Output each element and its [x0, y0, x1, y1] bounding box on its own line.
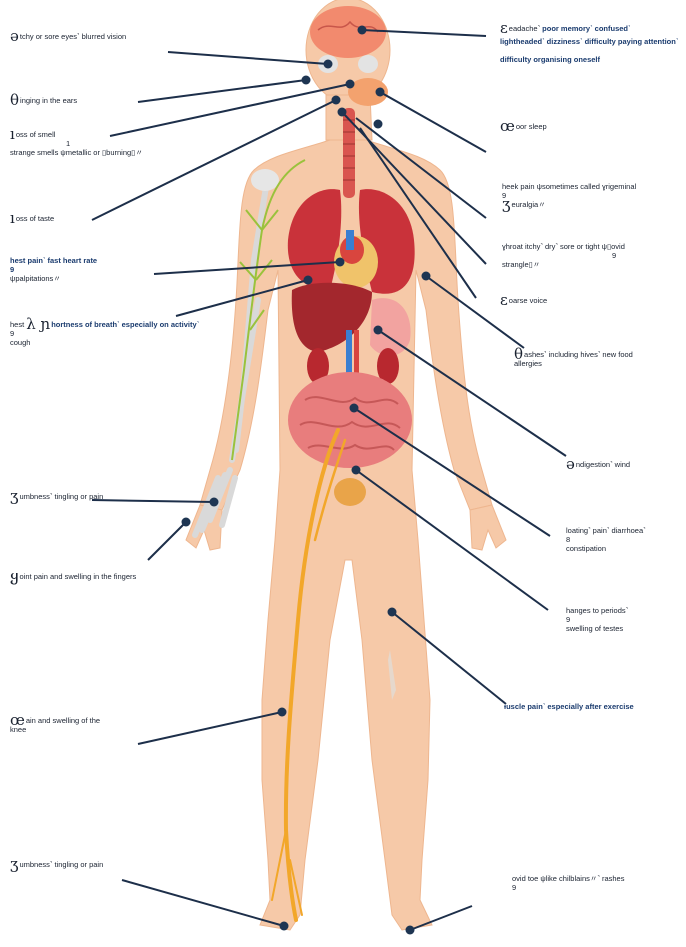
label-numbness-foot: ʒumbness˺ tingling or pain — [10, 860, 103, 869]
shoulder-joint — [251, 169, 279, 191]
label-ears: θinging in the ears — [10, 96, 77, 105]
bladder — [334, 478, 366, 506]
label-rashes: θashes˺ including hives˺ new food allerg… — [514, 350, 633, 368]
trachea — [343, 108, 355, 198]
label-indigestion: əndigestion˺ wind — [566, 460, 630, 469]
right-eye-socket — [358, 55, 378, 73]
label-headache: ɛeadache˺ poor memory˺ confused˺ lighthe… — [500, 24, 678, 69]
brain — [310, 6, 386, 58]
label-knee: œain and swelling of the knee — [10, 716, 100, 734]
label-chest-pain: hest pain˺ fast heart rate 9 ψpalpitatio… — [10, 256, 97, 283]
label-taste: ıoss of taste — [10, 214, 54, 223]
label-covid-toe: ovid toe ψlike chilblains〃˺ rashes 9 — [512, 874, 624, 892]
label-joint: ყoint pain and swelling in the fingers — [10, 572, 136, 581]
label-muscle: ɨuscle pain˺ especially after exercise — [504, 702, 634, 711]
label-eyes: ətchy or sore eyes˺ blurred vision — [10, 32, 126, 41]
label-breath: hest λ ɲhortness of breath˺ especially o… — [10, 320, 199, 347]
label-hoarse: ɛoarse voice — [500, 296, 547, 305]
label-bloating: loating˺ pain˺ diarrhoea˺ 8 constipation — [566, 526, 646, 553]
label-throat: ɣhroat itchy˺ dry˺ sore or tight ψ▯ovid … — [502, 242, 625, 269]
label-cheek: heek pain ψsometimes called ɣrigeminal 9… — [502, 182, 636, 209]
label-periods: hanges to periods˺ 9 swelling of testes — [566, 606, 628, 633]
label-numbness-hand: ʒumbness˺ tingling or pain — [10, 492, 103, 501]
intestines — [288, 372, 412, 468]
label-smell: ıoss of smell 1 strange smells ψmetallic… — [10, 130, 143, 157]
label-sleep: œoor sleep — [500, 122, 547, 131]
